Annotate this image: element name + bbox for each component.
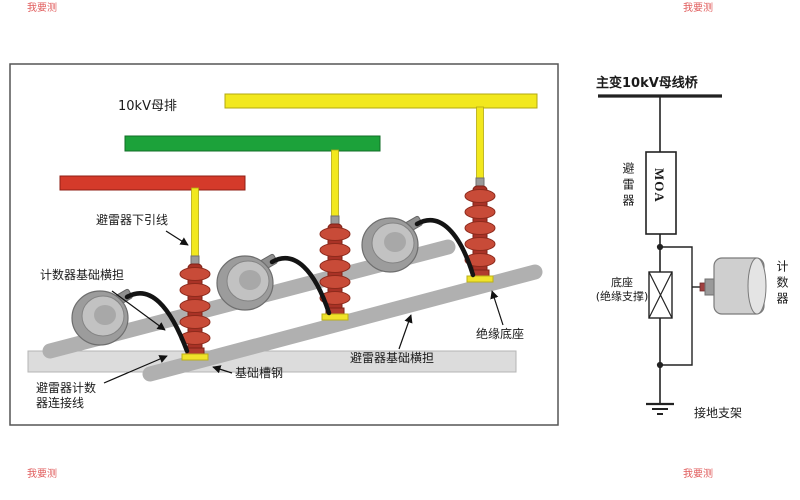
leader-channel-steel (212, 365, 233, 374)
leader-down-lead (165, 230, 189, 246)
schematic-circuit (598, 94, 722, 415)
watermark-bottom-left: 我要测 (27, 469, 57, 480)
moa-box (645, 151, 677, 235)
busbar-green (124, 135, 381, 152)
busbar-red (59, 175, 246, 191)
channel-steel-bar (27, 350, 517, 373)
junction-dot-bottom (656, 361, 664, 369)
counter-face (747, 257, 767, 315)
watermark-bottom-right: 我要测 (683, 469, 713, 480)
leader-counter-connection (103, 355, 168, 384)
counter-device (699, 257, 767, 315)
junction-dot-top (656, 243, 664, 251)
counter-branch-wire (660, 246, 693, 366)
leader-insulating-base (490, 290, 504, 326)
busbar-yellow (224, 93, 538, 109)
base-box-diagonal-2 (648, 271, 673, 319)
counter-cable-3 (414, 218, 476, 278)
counter-cable-2 (269, 256, 332, 316)
leader-counter-crossarm (111, 290, 166, 331)
arrester-crossarm-beam (142, 264, 543, 382)
counter-cable-1 (124, 291, 190, 354)
leader-arrester-crossarm (398, 314, 413, 350)
leader-arrows (103, 230, 504, 384)
watermark-top-left: 我要测 (27, 3, 57, 14)
watermark-top-right: 我要测 (683, 3, 713, 14)
